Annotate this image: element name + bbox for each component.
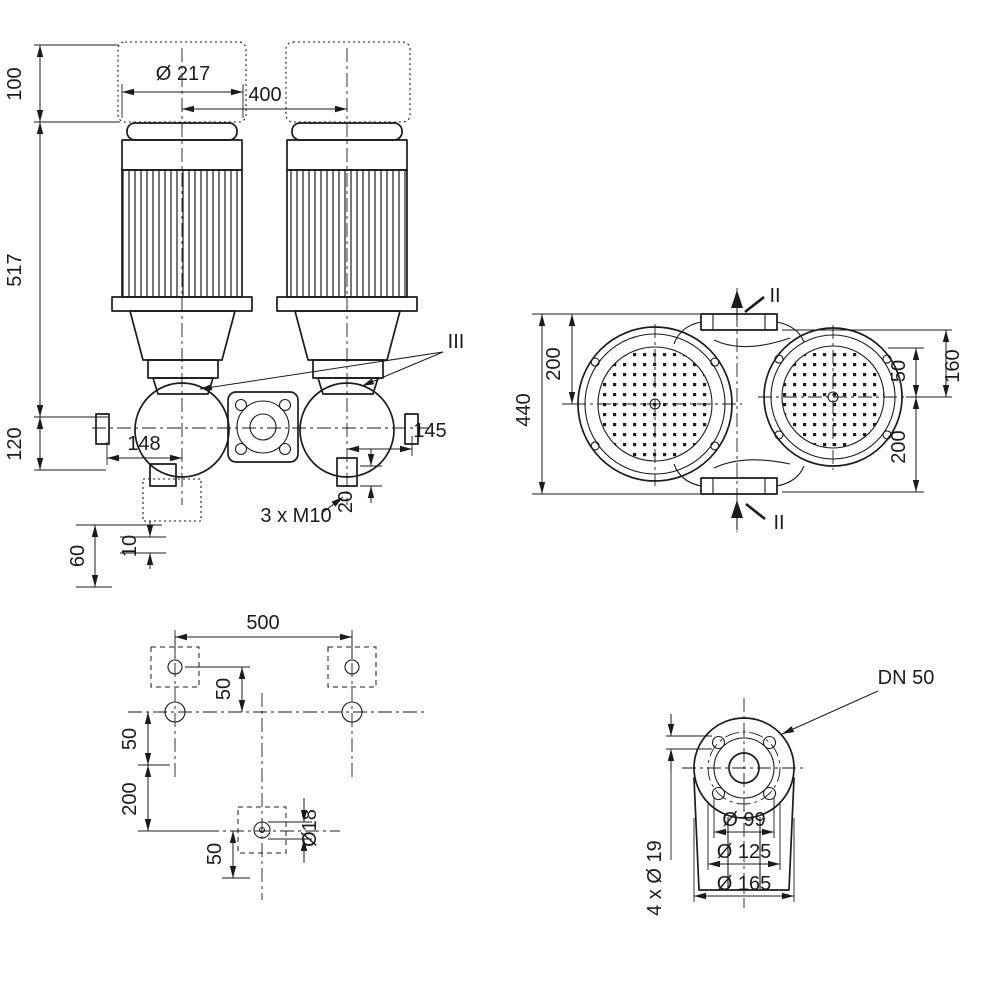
drain-plug (336, 457, 358, 487)
top-view: II II 440 200 50 200 16 (513, 285, 964, 534)
dim-dia99-label: Ø 99 (722, 809, 765, 831)
dim-50-inner: 50 (185, 666, 250, 712)
dim-width-400: 400 (182, 84, 347, 113)
fan-cover-left (577, 326, 733, 482)
callout-3xM10: 3 x M10 (260, 496, 344, 527)
dim-depth-60: 60 (67, 524, 162, 588)
dim-500-label: 500 (246, 612, 279, 634)
thread-callout-label: 3 x M10 (260, 505, 331, 527)
dim-200-right-label: 200 (888, 430, 910, 463)
dim-right-chain: 50 200 160 (782, 329, 964, 493)
pump-casing (95, 382, 419, 522)
dim-height-chain: 100 517 120 (4, 44, 120, 471)
flange-centerlines (682, 698, 806, 908)
dim-50-bottom-label: 50 (204, 843, 226, 865)
dim-440-label: 440 (513, 393, 535, 426)
dim-width-148: 148 (106, 433, 182, 465)
section-II-top-label: II (769, 285, 780, 307)
dim-width-145: 145 (347, 420, 447, 456)
dim-grout-10: 10 (119, 521, 166, 569)
dim-left-chain: 50 200 (119, 712, 208, 832)
dim-120-label: 120 (4, 427, 26, 460)
front-view: Ø 217 400 100 517 120 148 (4, 41, 465, 588)
dim-hole-dia18: Ø18 (268, 798, 321, 863)
section-II-top: II (744, 285, 781, 314)
dim-50-inner-label: 50 (213, 678, 235, 700)
dim-50-bottom: 50 (204, 831, 250, 879)
service-space-boxes (117, 41, 411, 123)
dim-50-left-label: 50 (119, 728, 141, 750)
dim-20-label: 20 (335, 491, 357, 513)
dim-517-label: 517 (4, 253, 26, 286)
dim-dia-217: Ø 217 (121, 63, 244, 118)
bolt-holes-label: 4 x Ø 19 (644, 840, 666, 916)
dim-dia-125: Ø 125 (707, 804, 781, 870)
section-III-callout: III (199, 331, 465, 391)
dim-200-left-label: 200 (543, 347, 565, 380)
anchor-pads (150, 646, 377, 854)
port-flanges (673, 313, 805, 495)
plan-centerlines (128, 638, 425, 900)
dim-148-label: 148 (127, 433, 160, 455)
dim-10-label: 10 (119, 535, 141, 557)
flow-arrow-bottom (731, 500, 743, 530)
dn50-label: DN 50 (878, 667, 935, 689)
dim-100-label: 100 (4, 67, 26, 100)
callout-dn50: DN 50 (781, 667, 935, 735)
dim-50-label: 50 (888, 360, 910, 382)
dim-200-plan-label: 200 (119, 782, 141, 815)
dim-dia217-label: Ø 217 (156, 63, 210, 85)
fan-cover-right (763, 327, 903, 467)
flange-face (693, 717, 795, 891)
dim-bolt-holes: 4 x Ø 19 (644, 714, 712, 916)
dim-dia125-label: Ø 125 (717, 841, 771, 863)
flow-arrow-top (731, 290, 743, 320)
dim-145-label: 145 (413, 420, 446, 442)
dim-500: 500 (174, 612, 353, 658)
motor-left (111, 122, 253, 395)
flange-view: DN 50 Ø 99 Ø 125 Ø 165 4 x Ø 19 (644, 667, 934, 916)
dim-60-label: 60 (67, 545, 89, 567)
dim-440: 440 (513, 313, 701, 495)
motor-right (276, 122, 418, 395)
dim-dia18-label: Ø18 (299, 809, 321, 847)
dim-dia-165: Ø 165 (693, 818, 795, 902)
foundation-plan-view: 500 50 50 200 50 Ø18 (119, 612, 425, 900)
dim-400-label: 400 (248, 84, 281, 106)
dim-dia165-label: Ø 165 (717, 873, 771, 895)
section-III-label: III (448, 331, 465, 353)
section-II-bottom-label: II (773, 512, 784, 534)
section-II-bottom: II (745, 502, 785, 534)
dim-200-left: 200 (543, 314, 580, 405)
dim-plug-20: 20 (335, 449, 382, 513)
dim-160-label: 160 (942, 349, 964, 382)
dim-dia-99: Ø 99 (713, 798, 775, 838)
